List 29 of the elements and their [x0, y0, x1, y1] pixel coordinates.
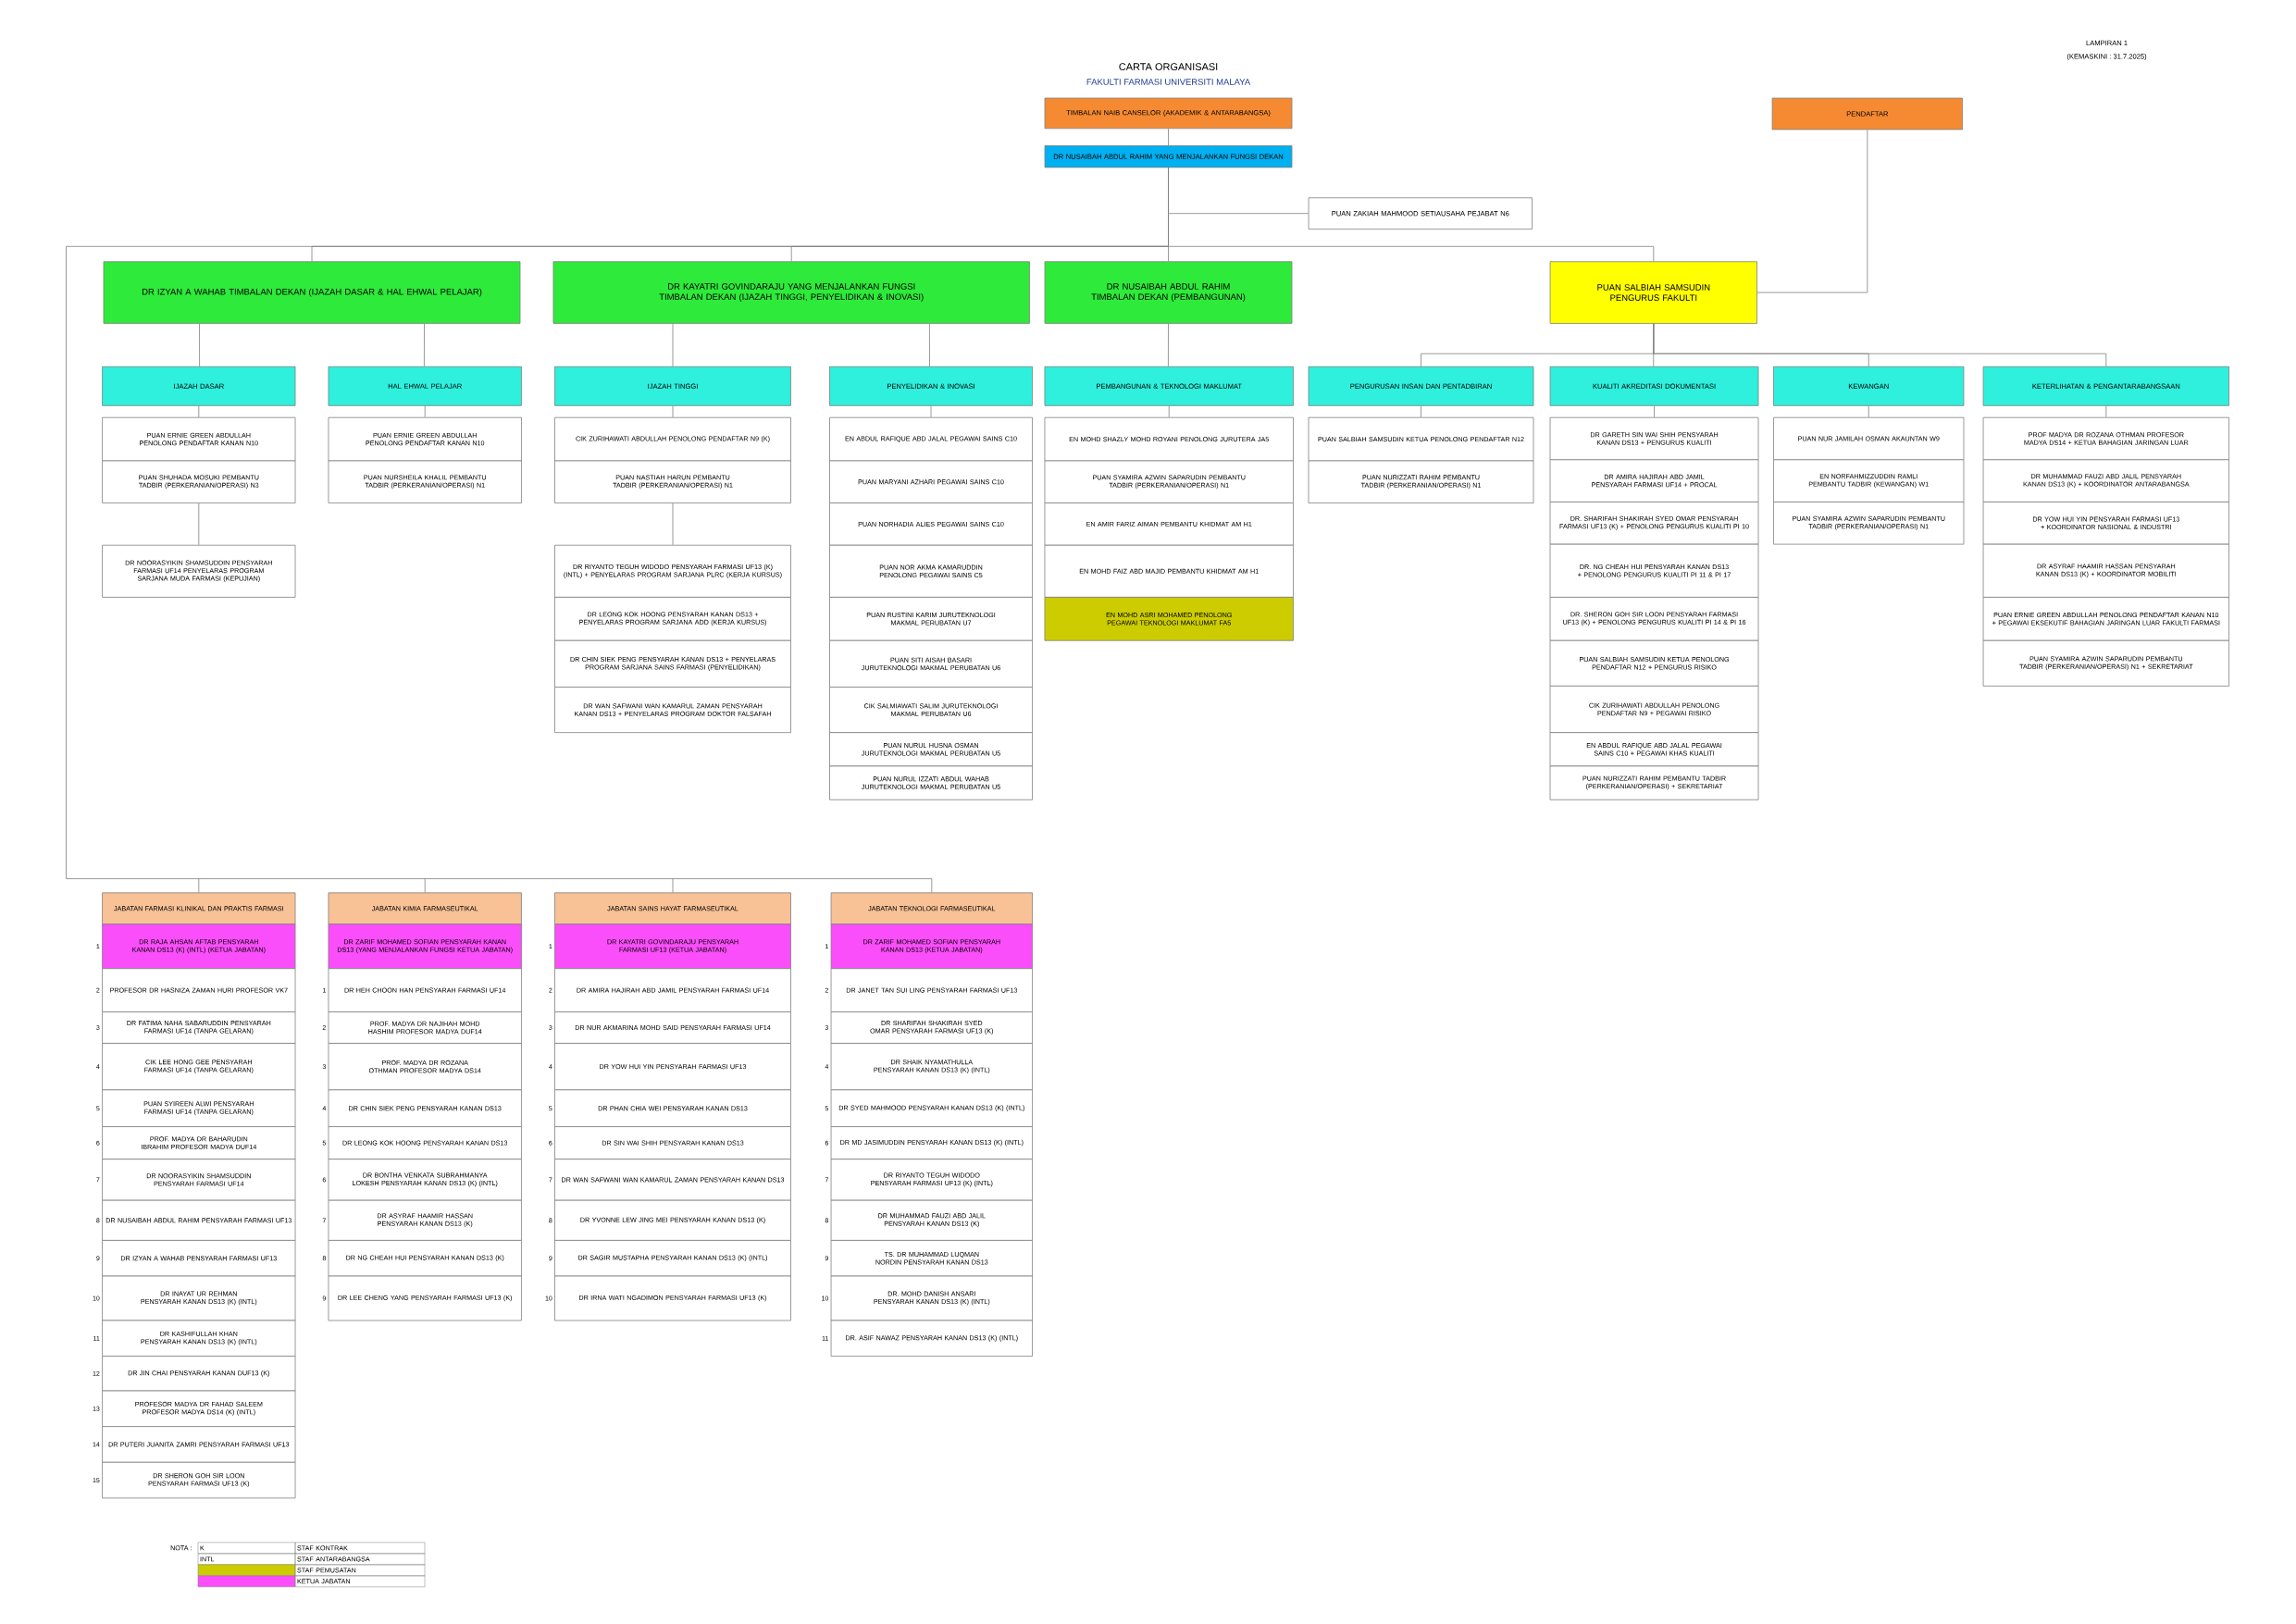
org-box: DR IZYAN A WAHAB TIMBALAN DEKAN (IJAZAH DASAR & HAL EHWAL PELAJAR) [103, 261, 521, 324]
subtitle: FAKULTI FARMASI UNIVERSITI MALAYA [1086, 79, 1251, 85]
org-box: PUAN SALBIAH SAMSUDIN PENGURUS FAKULTI [1549, 261, 1757, 324]
connector-line [931, 878, 933, 893]
org-box: DR KAYATRI GOVINDARAJU YANG MENJALANKAN FUNGSI TIMBALAN DEKAN (IJAZAH TINGGI, PENYELIDIKAN & INOVASI) [552, 261, 1030, 324]
connector-line [198, 405, 200, 418]
connector-line [1653, 323, 2107, 367]
connector-line [1168, 167, 1655, 262]
connector-line [672, 405, 674, 418]
connector-line [2105, 405, 2107, 418]
connector-line [199, 323, 200, 367]
connector-line [672, 323, 674, 367]
connector-line [198, 502, 200, 546]
connector-line [672, 878, 674, 893]
connector-line [424, 323, 425, 367]
connector-line [424, 878, 426, 893]
connector-line [930, 405, 932, 418]
connector-line [929, 323, 930, 367]
title: CARTA ORGANISASI [1119, 63, 1218, 70]
connector-line [1654, 405, 1655, 418]
connector-line [1168, 128, 1169, 146]
connector-line [424, 405, 426, 418]
connector-line [1756, 129, 1868, 293]
org-box: DR NUSAIBAH ABDUL RAHIM TIMBALAN DEKAN (PEMBANGUNAN) [1044, 261, 1293, 324]
connector-line [1868, 405, 1869, 418]
connector-line [1168, 323, 1169, 367]
connector-line [198, 878, 200, 893]
connector-line [1168, 405, 1170, 418]
connector-line [672, 502, 674, 546]
